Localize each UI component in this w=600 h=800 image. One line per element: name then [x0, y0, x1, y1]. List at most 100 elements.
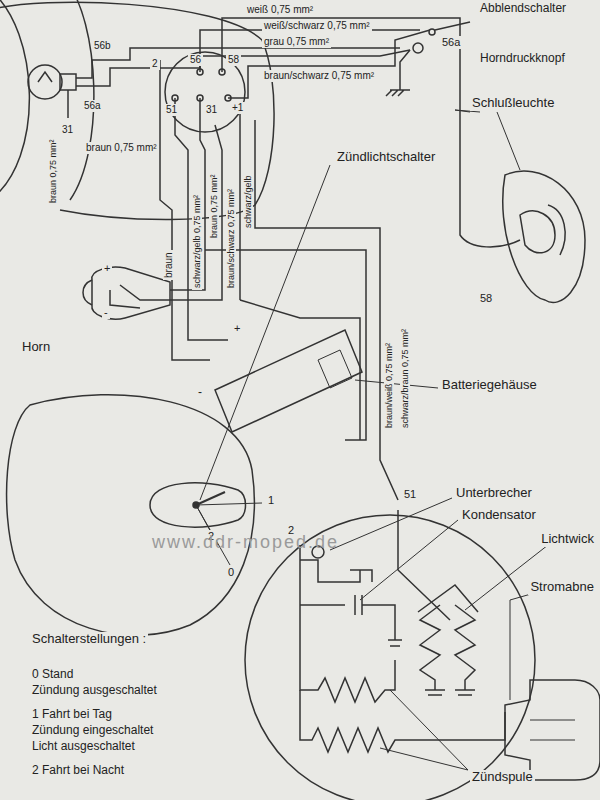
part-name: Schlußleuchte — [470, 96, 556, 111]
wire — [67, 90, 69, 118]
wire-color: braun — [163, 250, 175, 280]
terminal-number: 56a — [440, 36, 462, 49]
leader-line — [355, 380, 438, 388]
wire — [255, 120, 398, 500]
wire-color: braun/schwarz 0,75 mm² — [226, 187, 236, 290]
switch-position-note: Licht ausgeschaltet — [30, 740, 137, 754]
wire-color: grau 0,75 mm² — [262, 36, 331, 48]
part-name: Zündspule — [470, 770, 535, 785]
leader-line — [330, 498, 452, 550]
wire — [110, 290, 140, 308]
polarity-mark: - — [102, 306, 110, 319]
terminal — [429, 29, 435, 35]
leader-line — [497, 112, 520, 170]
wire — [200, 50, 410, 72]
switch-position-note: 2 Fahrt bei Nacht — [30, 764, 126, 778]
bulb-base — [60, 74, 76, 90]
part-name: Kondensator — [460, 508, 538, 523]
wire-color: schwarz/braun 0,75 mm² — [400, 327, 410, 430]
part-name: Abblendschalter — [478, 2, 568, 16]
leader-line — [380, 690, 468, 770]
polarity-mark: - — [196, 386, 204, 400]
fuel-tank — [7, 395, 255, 636]
part-name: Unterbrecher — [454, 486, 534, 501]
connector-detail — [530, 720, 575, 740]
tail-light-lens — [548, 205, 565, 255]
tail-light — [503, 171, 585, 302]
light-coil — [420, 605, 445, 695]
breaker-contacts — [300, 560, 360, 582]
legend-heading: Schalterstellungen : — [30, 632, 148, 647]
switch-position-note: 0 Stand — [30, 668, 75, 682]
wire — [175, 98, 228, 340]
primary-coil — [300, 600, 395, 702]
headlight-lens — [0, 0, 29, 200]
battery-box — [215, 330, 362, 432]
leader-line — [360, 520, 458, 600]
wire-color: schwarz/gelb 0,75 mm² — [192, 193, 202, 290]
wire-color: braun/weiß 0,75 mm² — [384, 341, 394, 430]
terminal-number: +1 — [230, 102, 245, 114]
condenser-symbol — [300, 595, 402, 646]
bulb-symbol — [28, 65, 62, 99]
leader-line — [465, 545, 548, 610]
polarity-mark: + — [232, 322, 242, 335]
terminal-number: 51 — [402, 488, 418, 501]
part-name: Stromabne — [528, 580, 596, 595]
wire — [170, 98, 205, 290]
switch-position: 1 — [266, 494, 276, 507]
switch-position-line — [196, 503, 262, 505]
terminal-number: 51 — [164, 104, 179, 116]
switch-position-note: Zündung ausgeschaltet — [30, 684, 159, 698]
horn-button — [413, 43, 423, 53]
wire-color: braun/schwarz 0,75 mm² — [262, 70, 376, 82]
horn-bell — [83, 280, 92, 305]
spark-plug-connector — [505, 680, 600, 780]
tail-light-lamp — [520, 211, 555, 253]
terminal-number: 31 — [204, 104, 219, 116]
ignition-coil — [300, 690, 505, 752]
wire-color: braun 0,75 mm² — [84, 142, 159, 154]
magneto-housing — [245, 515, 535, 800]
breaker-arm — [350, 570, 372, 582]
wire-color: schwarz/gelb — [243, 173, 253, 230]
wire — [300, 510, 450, 620]
part-name: Batteriegehäuse — [440, 378, 539, 393]
watermark: www.ddr-moped.de — [150, 532, 341, 553]
horn-symbol — [92, 267, 170, 319]
switch-position-note: Zündung eingeschaltet — [30, 724, 155, 738]
wire — [160, 60, 210, 360]
bulb-filament — [38, 72, 52, 82]
wire-color: weiß/schwarz 0,75 mm² — [262, 20, 372, 32]
part-name: Zündlichtschalter — [335, 150, 437, 165]
terminal-number: 56a — [82, 100, 103, 112]
wire — [222, 18, 520, 247]
wire — [418, 585, 478, 612]
wire-color: braun 0,75 mm² — [48, 137, 58, 205]
wire-color: weiß 0,75 mm² — [245, 4, 315, 16]
terminal-number: 58 — [478, 292, 494, 305]
part-name: Horn — [20, 340, 52, 355]
wire-color: braun 0,75 mm² — [209, 172, 219, 240]
part-name: Lichtwick — [539, 532, 596, 547]
terminal-number: 31 — [60, 124, 75, 136]
switch-position-note: 1 Fahrt bei Tag — [30, 708, 114, 722]
switch-position: 0 — [226, 566, 236, 579]
leader-line — [200, 165, 330, 500]
terminal-number: 58 — [226, 54, 241, 66]
light-switch-body — [165, 52, 245, 132]
wire — [239, 110, 241, 300]
part-name: Horndruckknopf — [478, 52, 567, 66]
dip-switch-lever — [435, 22, 470, 30]
wire — [228, 30, 430, 98]
terminal-number: 56 — [188, 54, 203, 66]
battery-cap — [318, 350, 352, 388]
light-coil — [455, 605, 475, 695]
polarity-mark: + — [102, 262, 112, 275]
leader-line — [510, 590, 545, 700]
terminal-number: 2 — [150, 58, 160, 70]
ground-symbol — [386, 50, 410, 96]
terminal-number: 56b — [92, 40, 113, 52]
